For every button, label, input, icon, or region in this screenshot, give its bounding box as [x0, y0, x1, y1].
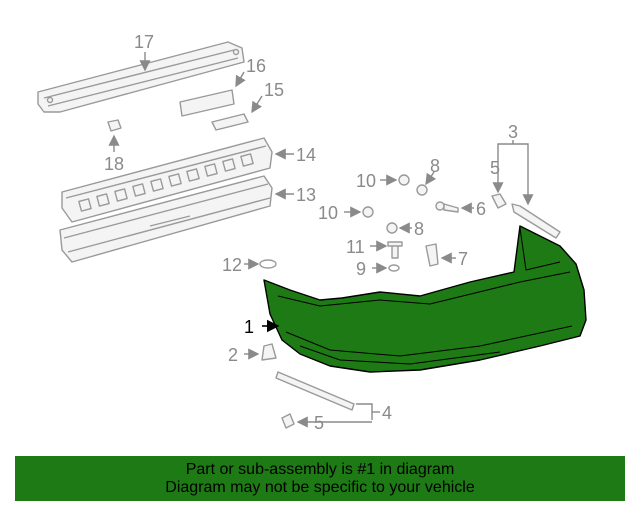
- callout-9: 9: [356, 259, 366, 279]
- info-banner: Part or sub-assembly is #1 in diagram Di…: [15, 456, 625, 501]
- reinforcement-bar-part: [37, 41, 245, 113]
- nut-upper-part: [416, 184, 428, 196]
- plug-part: [259, 259, 277, 269]
- callout-14: 14: [296, 145, 316, 165]
- screw-part: [435, 201, 459, 213]
- side-retainer-part: [511, 203, 561, 239]
- grommet-lower-part: [362, 206, 374, 218]
- callout-11: 11: [346, 237, 365, 257]
- impact-bar-part: [59, 175, 273, 263]
- bracket-part: [211, 113, 249, 131]
- grommet-upper-part: [398, 174, 410, 186]
- callout-1: 1: [244, 317, 254, 337]
- callout-5-upper: 5: [490, 158, 500, 178]
- side-bracket-part: [425, 243, 439, 267]
- callout-2: 2: [228, 345, 238, 365]
- callout-17: 17: [134, 32, 154, 52]
- callout-7: 7: [458, 249, 468, 269]
- washer-part: [388, 264, 400, 272]
- nut-lower-part: [386, 222, 398, 234]
- fastener-part: [261, 343, 277, 361]
- clip-part: [107, 119, 122, 132]
- callout-4: 4: [382, 403, 392, 423]
- callout-18: 18: [104, 154, 124, 174]
- callout-13: 13: [296, 185, 316, 205]
- upper-clip-part: [491, 193, 507, 209]
- callout-10-upper: 10: [356, 171, 376, 191]
- pad-part: [179, 89, 235, 117]
- callout-15: 15: [264, 80, 284, 100]
- callout-8-upper: 8: [430, 156, 440, 176]
- lower-reinforcement-part: [275, 371, 355, 411]
- callout-5-lower: 5: [314, 413, 324, 433]
- callout-12: 12: [222, 255, 242, 275]
- callout-6: 6: [476, 199, 486, 219]
- callout-10-lower: 10: [318, 203, 338, 223]
- lower-clip-part: [281, 413, 295, 429]
- bumper-cover-part: [263, 225, 587, 373]
- banner-line-2: Diagram may not be specific to your vehi…: [165, 478, 475, 496]
- energy-absorber-part: [61, 137, 273, 223]
- parts-diagram: 17 16 15 18 14: [37, 32, 587, 433]
- callout-16: 16: [246, 56, 266, 76]
- bolt-part: [387, 241, 403, 259]
- callout-8-lower: 8: [414, 219, 424, 239]
- callout-3: 3: [508, 122, 518, 142]
- banner-line-1: Part or sub-assembly is #1 in diagram: [185, 460, 455, 478]
